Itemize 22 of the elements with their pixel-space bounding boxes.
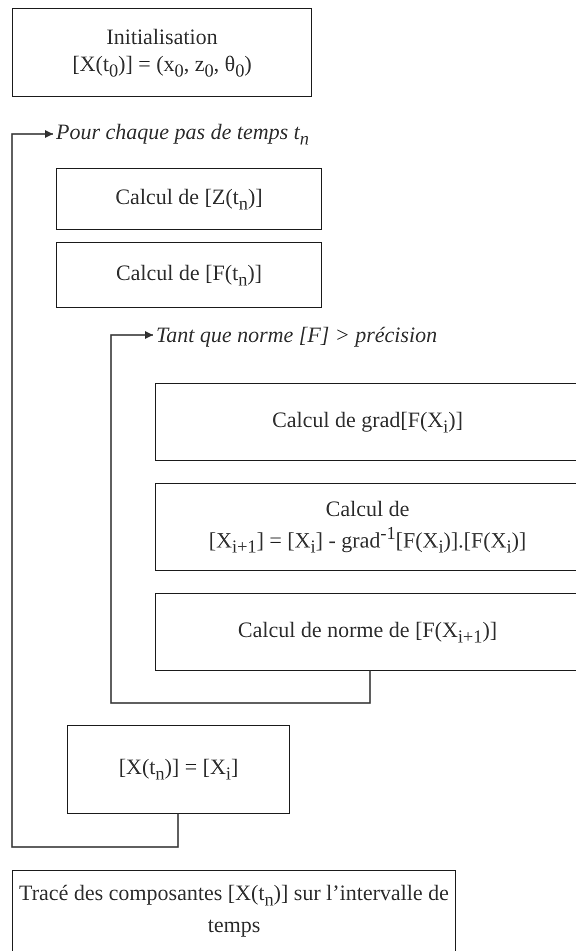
loop-condition-text: Tant que norme [F] > précision	[156, 321, 438, 349]
process-box	[56, 168, 322, 230]
box-text: [X(t$_{0}$)] = (x$_{0}$, z$_{0}$, θ$_{0}$)	[72, 50, 252, 82]
process-box	[155, 593, 576, 671]
loop-arrow	[11, 130, 179, 848]
process-box	[155, 383, 576, 461]
process-box	[12, 8, 312, 97]
box-text: Calcul de grad[F(X$_{i}$)]	[272, 406, 463, 438]
loop-condition-text: Pour chaque pas de temps t$_{n}$	[56, 118, 309, 150]
process-box	[67, 725, 290, 814]
process-box	[155, 483, 576, 571]
box-text: Calcul de norme de [F(X$_{i+1}$)]	[238, 616, 498, 648]
box-text: Calcul de	[326, 494, 410, 522]
box-text: Initialisation	[106, 22, 218, 50]
box-text: [X$_{i+1}$] = [X$_{i}$] - grad$^{-1}$[F(X$_{i}$)].[F(X$_{i}$)]	[208, 522, 526, 560]
box-text: [X(t$_{n}$)] = [X$_{i}$]	[118, 753, 238, 786]
box-text: Tracé des composantes [X(t$_{n}$)] sur l’intervalle de temps	[18, 879, 450, 939]
loop-arrow	[110, 331, 371, 704]
process-box	[56, 242, 322, 308]
process-box	[12, 870, 456, 951]
box-text: Calcul de [F(t$_{n}$)]	[116, 258, 262, 292]
box-text: Calcul de [Z(t$_{n}$)]	[115, 182, 263, 216]
